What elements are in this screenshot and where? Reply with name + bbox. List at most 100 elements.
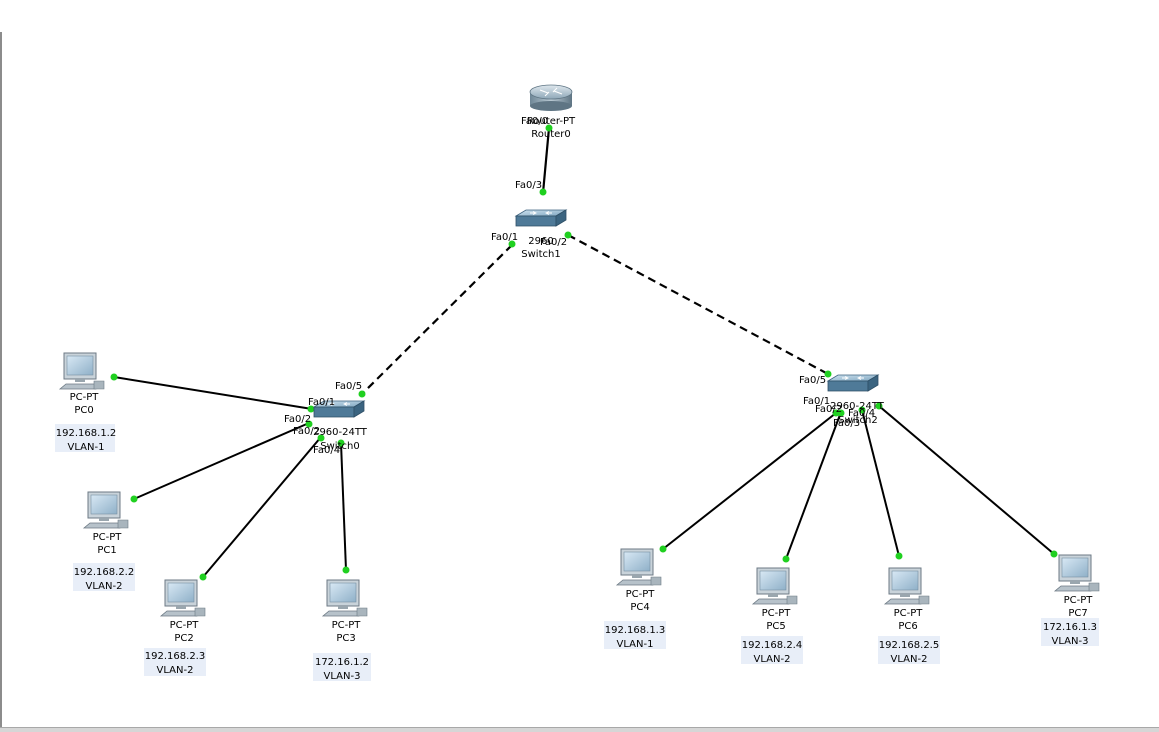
switch0-port-fa0-2: Fa0/2: [284, 414, 311, 425]
link-pc7-switch2[interactable]: [878, 405, 1055, 555]
switch2-model-label: 2960-24TT: [830, 401, 885, 412]
pc3[interactable]: PC-PT PC3 172.16.1.2 VLAN-3: [313, 579, 371, 682]
link-switch1-switch2[interactable]: [567, 234, 829, 375]
pc-vlan-label: VLAN-1: [617, 639, 654, 650]
pc1[interactable]: PC-PT PC1 192.168.2.2 VLAN-2: [73, 491, 135, 592]
link-router0-switch1[interactable]: [541, 127, 551, 194]
pc-vlan-label: VLAN-1: [68, 442, 105, 453]
link-pc3-switch0[interactable]: [340, 442, 347, 571]
pc-ip-label: 192.168.2.3: [145, 651, 205, 662]
switch2-port-fa0-5: Fa0/5: [799, 375, 826, 386]
pc-icon: [83, 491, 129, 529]
pc-name-label: PC3: [336, 633, 355, 644]
pc-ip-label: 192.168.2.2: [74, 567, 134, 578]
links: [113, 127, 1055, 578]
switch2-port-fa0-4: Fa0/4: [848, 408, 875, 419]
pc-note-box: [144, 648, 206, 676]
pc-note-box: [604, 621, 666, 649]
pc-type-label: PC-PT: [894, 608, 924, 619]
port-status-lights: [110, 124, 1058, 581]
switch2-port-fa0-2: Fa0/2: [815, 404, 842, 415]
pc-vlan-label: VLAN-3: [324, 671, 361, 682]
pc-type-label: PC-PT: [1064, 595, 1094, 606]
pc-vlan-label: VLAN-2: [86, 581, 123, 592]
pc-name-label: PC1: [97, 545, 116, 556]
router-icon: [529, 84, 573, 111]
workspace-left-border: [0, 32, 2, 731]
pc-type-label: PC-PT: [332, 620, 362, 631]
pc-vlan-label: VLAN-2: [891, 654, 928, 665]
pc4[interactable]: PC-PT PC4 192.168.1.3 VLAN-1: [604, 548, 666, 650]
switch2-port-fa0-1: Fa0/1: [803, 396, 830, 407]
switch1[interactable]: Fa0/3 2960 Fa0/1 Fa0/2 Switch1: [491, 180, 567, 260]
pc-icon: [616, 548, 662, 586]
link-pc2-switch0[interactable]: [202, 436, 322, 578]
switch2-port-fa0-3: Fa0/3: [833, 418, 860, 429]
link-pc0-switch0[interactable]: [113, 376, 313, 410]
pc-name-label: PC5: [766, 621, 785, 632]
link-pc4-switch2[interactable]: [662, 412, 837, 550]
pc-icon: [1054, 554, 1100, 592]
pc5[interactable]: PC-PT PC5 192.168.2.4 VLAN-2: [741, 567, 803, 665]
pc6[interactable]: PC-PT PC6 192.168.2.5 VLAN-2: [878, 567, 940, 665]
pc-name-label: PC7: [1068, 608, 1087, 619]
pc-note-box: [741, 636, 803, 664]
pc0[interactable]: PC-PT PC0 192.168.1.2 VLAN-1: [55, 352, 116, 453]
pc-name-label: PC0: [74, 405, 93, 416]
switch0-port-fa0-1: Fa0/1: [308, 397, 335, 408]
switch-icon: [827, 374, 879, 392]
switch1-port-fa0-2: Fa0/2: [540, 237, 567, 248]
pc-icon: [884, 567, 930, 605]
router-name-label: Router0: [531, 129, 571, 140]
switch2[interactable]: Fa0/5 Fa0/1 2960-24TT Fa0/2 Fa0/4 Switch…: [799, 374, 885, 429]
switch1-model-label: 2960: [528, 236, 553, 247]
pc-ip-label: 192.168.2.4: [742, 640, 802, 651]
switch2-name-label: Switch2: [838, 415, 877, 426]
pc-note-box: [1041, 618, 1099, 646]
pc-type-label: PC-PT: [762, 608, 792, 619]
pc-ip-label: 172.16.1.3: [1043, 622, 1097, 633]
link-pc6-switch2[interactable]: [861, 409, 900, 557]
switch0-port-fa0-3: Fa0/2: [293, 426, 320, 437]
switch0-model-label: 2960-24TT: [313, 427, 368, 438]
pc-note-box: [313, 653, 371, 681]
pc-note-box: [55, 424, 115, 452]
workspace-top-margin: [0, 0, 1159, 32]
switch1-port-fa0-3: Fa0/3: [515, 180, 542, 191]
pc-vlan-label: VLAN-3: [1052, 636, 1089, 647]
switch0-port-fa0-4: Fa0/4: [313, 445, 340, 456]
pc-name-label: PC6: [898, 621, 917, 632]
router0[interactable]: Router-PT Fa0/0 Router0: [521, 84, 576, 140]
switch-icon: [515, 209, 567, 227]
pc-icon: [160, 579, 206, 617]
pc-note-box: [73, 563, 135, 591]
pc7[interactable]: PC-PT PC7 172.16.1.3 VLAN-3: [1041, 554, 1100, 647]
switch0-port-fa0-5: Fa0/5: [335, 381, 362, 392]
pc-ip-label: 192.168.2.5: [879, 640, 939, 651]
pc-type-label: PC-PT: [626, 589, 656, 600]
link-pc1-switch0[interactable]: [133, 422, 310, 500]
switch0[interactable]: Fa0/5 Fa0/1 Fa0/2 2960-24TT Fa0/2 Switch…: [284, 381, 368, 456]
pc-note-box: [878, 636, 940, 664]
pc-ip-label: 192.168.1.2: [56, 428, 116, 439]
router-type-label: Router-PT: [527, 116, 576, 127]
switch1-name-label: Switch1: [521, 249, 560, 260]
pc-type-label: PC-PT: [170, 620, 200, 631]
pc-type-label: PC-PT: [93, 532, 123, 543]
pc2[interactable]: PC-PT PC2 192.168.2.3 VLAN-2: [144, 579, 206, 676]
router-port-label: Fa0/0: [521, 116, 548, 127]
pc-type-label: PC-PT: [70, 392, 100, 403]
pc-icon: [59, 352, 105, 390]
pc-vlan-label: VLAN-2: [157, 665, 194, 676]
horizontal-scrollbar[interactable]: [0, 727, 1159, 732]
pc-ip-label: 172.16.1.2: [315, 657, 369, 668]
pc-icon: [322, 579, 368, 617]
switch1-port-fa0-1: Fa0/1: [491, 232, 518, 243]
pc-icon: [752, 567, 798, 605]
pc-name-label: PC2: [174, 633, 193, 644]
link-pc5-switch2[interactable]: [785, 411, 842, 560]
link-switch1-switch0[interactable]: [361, 244, 513, 395]
switch0-name-label: Switch0: [320, 441, 359, 452]
pc-ip-label: 192.168.1.3: [605, 625, 665, 636]
